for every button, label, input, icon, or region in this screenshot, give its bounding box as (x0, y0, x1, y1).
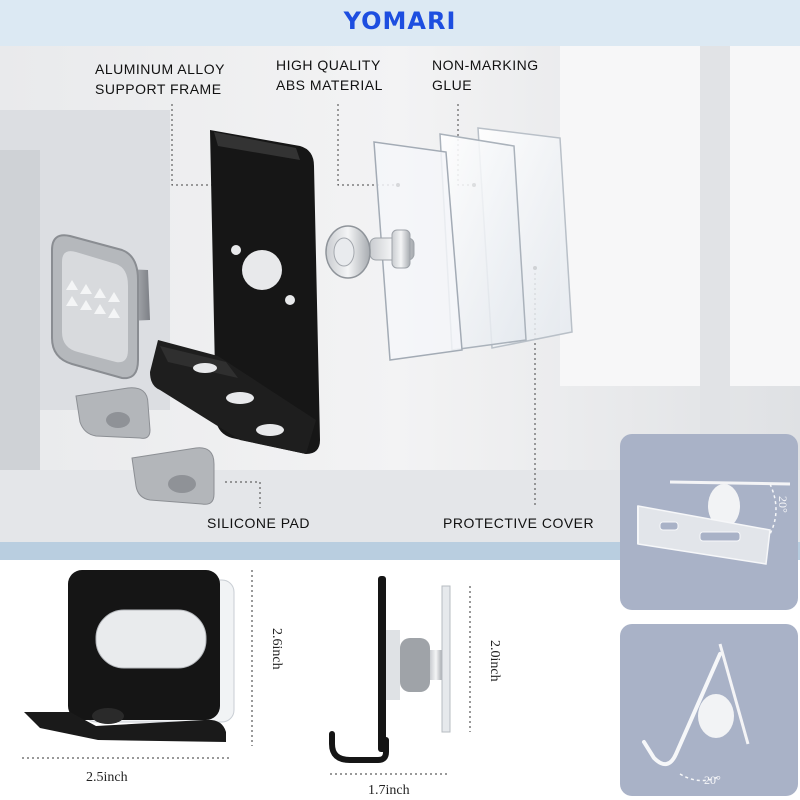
label-line: SUPPORT FRAME (95, 81, 222, 97)
label-line: HIGH QUALITY (276, 57, 381, 73)
front-view-product (24, 570, 235, 742)
front-dimension-lines (22, 570, 253, 759)
dimension-drawings (22, 570, 471, 775)
label-line: ALUMINUM ALLOY (95, 61, 225, 77)
label-non-marking-glue: NON-MARKING GLUE (432, 55, 539, 95)
side-height-label: 2.0inch (487, 640, 502, 682)
label-aluminum-frame: ALUMINUM ALLOY SUPPORT FRAME (95, 59, 225, 99)
rotation-diagram-bottom (624, 628, 794, 792)
brand-name: YOMARI (343, 7, 457, 35)
side-dimension-lines (330, 586, 471, 775)
side-view-product (329, 576, 451, 763)
label-line: GLUE (432, 77, 473, 93)
front-width-label: 2.5inch (86, 770, 128, 785)
wall-pillar-left (0, 150, 40, 510)
brand-header: YOMARI (0, 0, 800, 46)
label-silicone-pad: SILICONE PAD (207, 515, 310, 531)
rotation-angle-card-bottom (620, 624, 798, 796)
label-protective-cover: PROTECTIVE COVER (443, 515, 595, 531)
front-height-label: 2.6inch (269, 628, 284, 670)
abs-base-plate (373, 141, 463, 361)
label-line: ABS MATERIAL (276, 77, 383, 93)
grip-pattern (66, 280, 120, 318)
wall-block-right (560, 46, 800, 386)
label-abs-material: HIGH QUALITY ABS MATERIAL (276, 55, 383, 95)
angle-label-bottom: 20° (704, 773, 721, 787)
dimensions-section (0, 560, 620, 800)
mount-knob (325, 225, 415, 279)
silicone-pad-upper (75, 387, 151, 439)
label-line: NON-MARKING (432, 57, 539, 73)
side-width-label: 1.7inch (368, 783, 410, 798)
silicone-pad-lower (131, 447, 215, 505)
rotating-silicone-head (51, 234, 150, 380)
aluminum-frame (150, 130, 320, 454)
angle-label-top: 20° (776, 496, 790, 513)
rotation-angle-card-top (620, 434, 798, 610)
section-divider (0, 542, 800, 560)
rotation-diagram-top (624, 438, 794, 606)
wall-pillar-right (700, 46, 730, 436)
